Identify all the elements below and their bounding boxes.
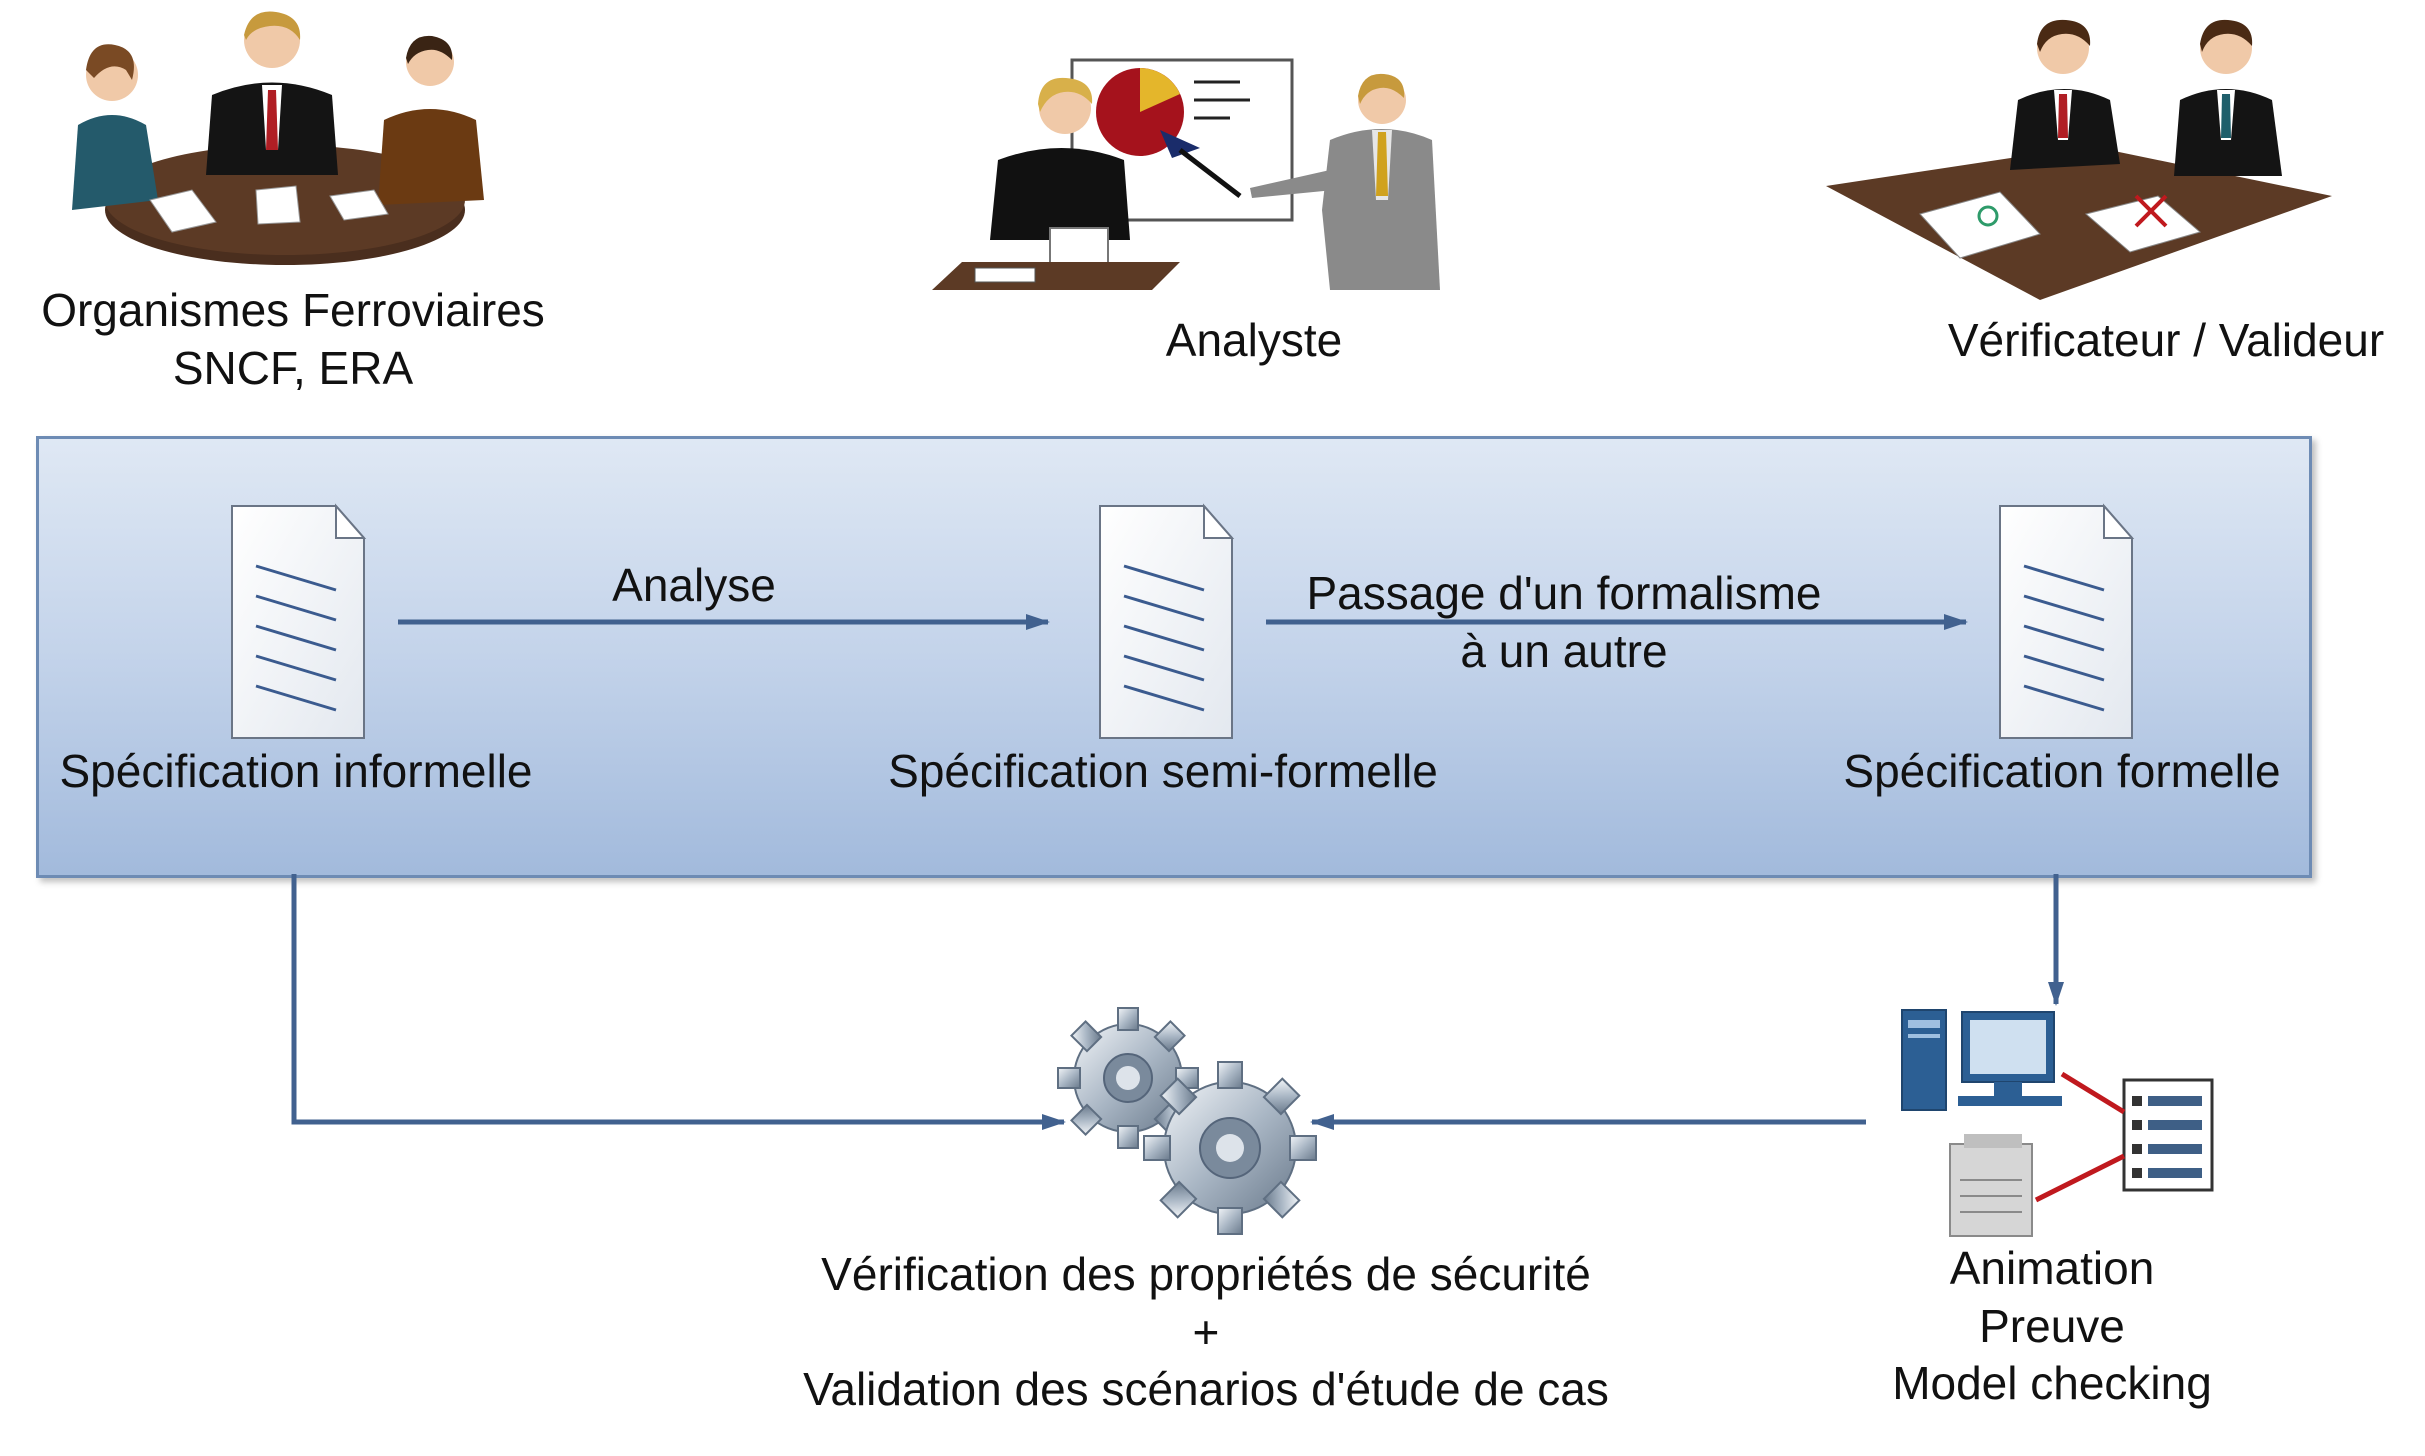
arrow-informal-to-verification <box>291 874 1066 1130</box>
validators-icon <box>1826 19 2332 300</box>
document-icon-semi-front <box>1099 503 1235 739</box>
railway-actor-label: Organismes Ferroviaires SNCF, ERA <box>41 282 545 397</box>
analyst-actor-label: Analyste <box>1165 314 1343 366</box>
verification-line2: + <box>1192 1305 1220 1358</box>
arrow-analyse-label: Analyse <box>612 559 776 611</box>
document-icon-formal-front <box>1999 503 2135 739</box>
tools-label: Animation Preuve Model checking <box>1892 1240 2212 1413</box>
verification-label: Vérification des propriétés de sécurité … <box>803 1246 1609 1419</box>
railway-actor-line1: Organismes Ferroviaires <box>41 284 545 336</box>
presentation-icon <box>932 58 1440 290</box>
gears-icon <box>1057 1007 1317 1235</box>
railway-actor-line2: SNCF, ERA <box>172 341 414 394</box>
spec-informal-label: Spécification informelle <box>59 745 533 797</box>
arrow-passage-label: Passage d'un formalisme à un autre <box>1306 565 1821 680</box>
arrow-passage-line1: Passage d'un formalisme <box>1306 567 1822 619</box>
tools-line2: Preuve <box>1979 1299 2125 1352</box>
document-icon-informal-front <box>231 503 367 739</box>
tools-line1: Animation <box>1949 1242 2155 1294</box>
verification-line1: Vérification des propriétés de sécurité <box>821 1248 1591 1300</box>
meeting-icon <box>72 11 484 265</box>
computer-tools-icon <box>1901 1009 2214 1237</box>
spec-formal-label: Spécification formelle <box>1843 745 2281 797</box>
verification-line3: Validation des scénarios d'étude de cas <box>803 1363 1609 1415</box>
verifier-actor-label: Vérificateur / Valideur <box>1947 314 2385 366</box>
tools-line3: Model checking <box>1892 1357 2212 1409</box>
arrow-passage-line2: à un autre <box>1460 624 1668 677</box>
spec-semi-label: Spécification semi-formelle <box>888 745 1438 797</box>
